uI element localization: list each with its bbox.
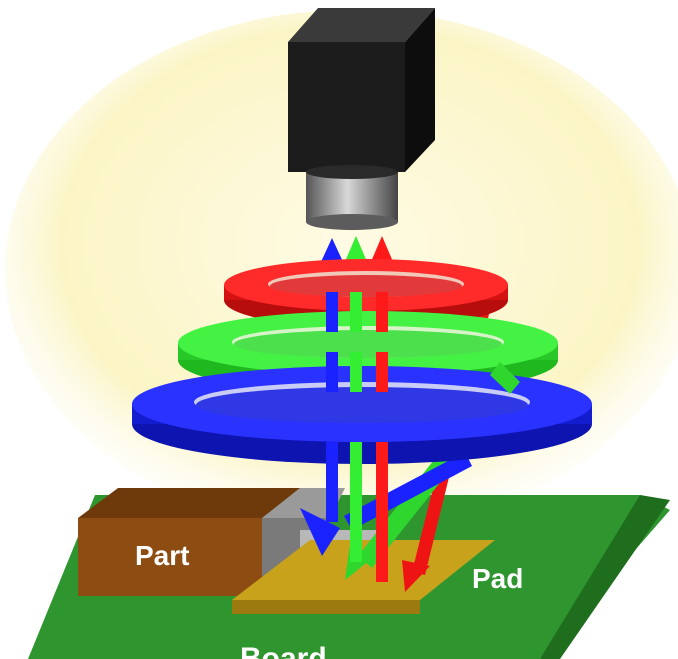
pad: Pad (232, 540, 523, 614)
board-label: Board (240, 642, 327, 659)
ring-light-icon (132, 259, 592, 464)
pad-label: Pad (472, 563, 523, 594)
red-ring (224, 259, 508, 328)
part-label: Part (135, 540, 189, 571)
light-rays-front (326, 292, 520, 582)
green-ring (178, 311, 558, 394)
red-arrowhead (370, 236, 394, 264)
green-arrowhead (344, 236, 368, 264)
blue-arrowhead (320, 238, 344, 264)
lens (306, 172, 398, 222)
camera-icon (288, 8, 435, 230)
blue-ring (132, 366, 592, 464)
